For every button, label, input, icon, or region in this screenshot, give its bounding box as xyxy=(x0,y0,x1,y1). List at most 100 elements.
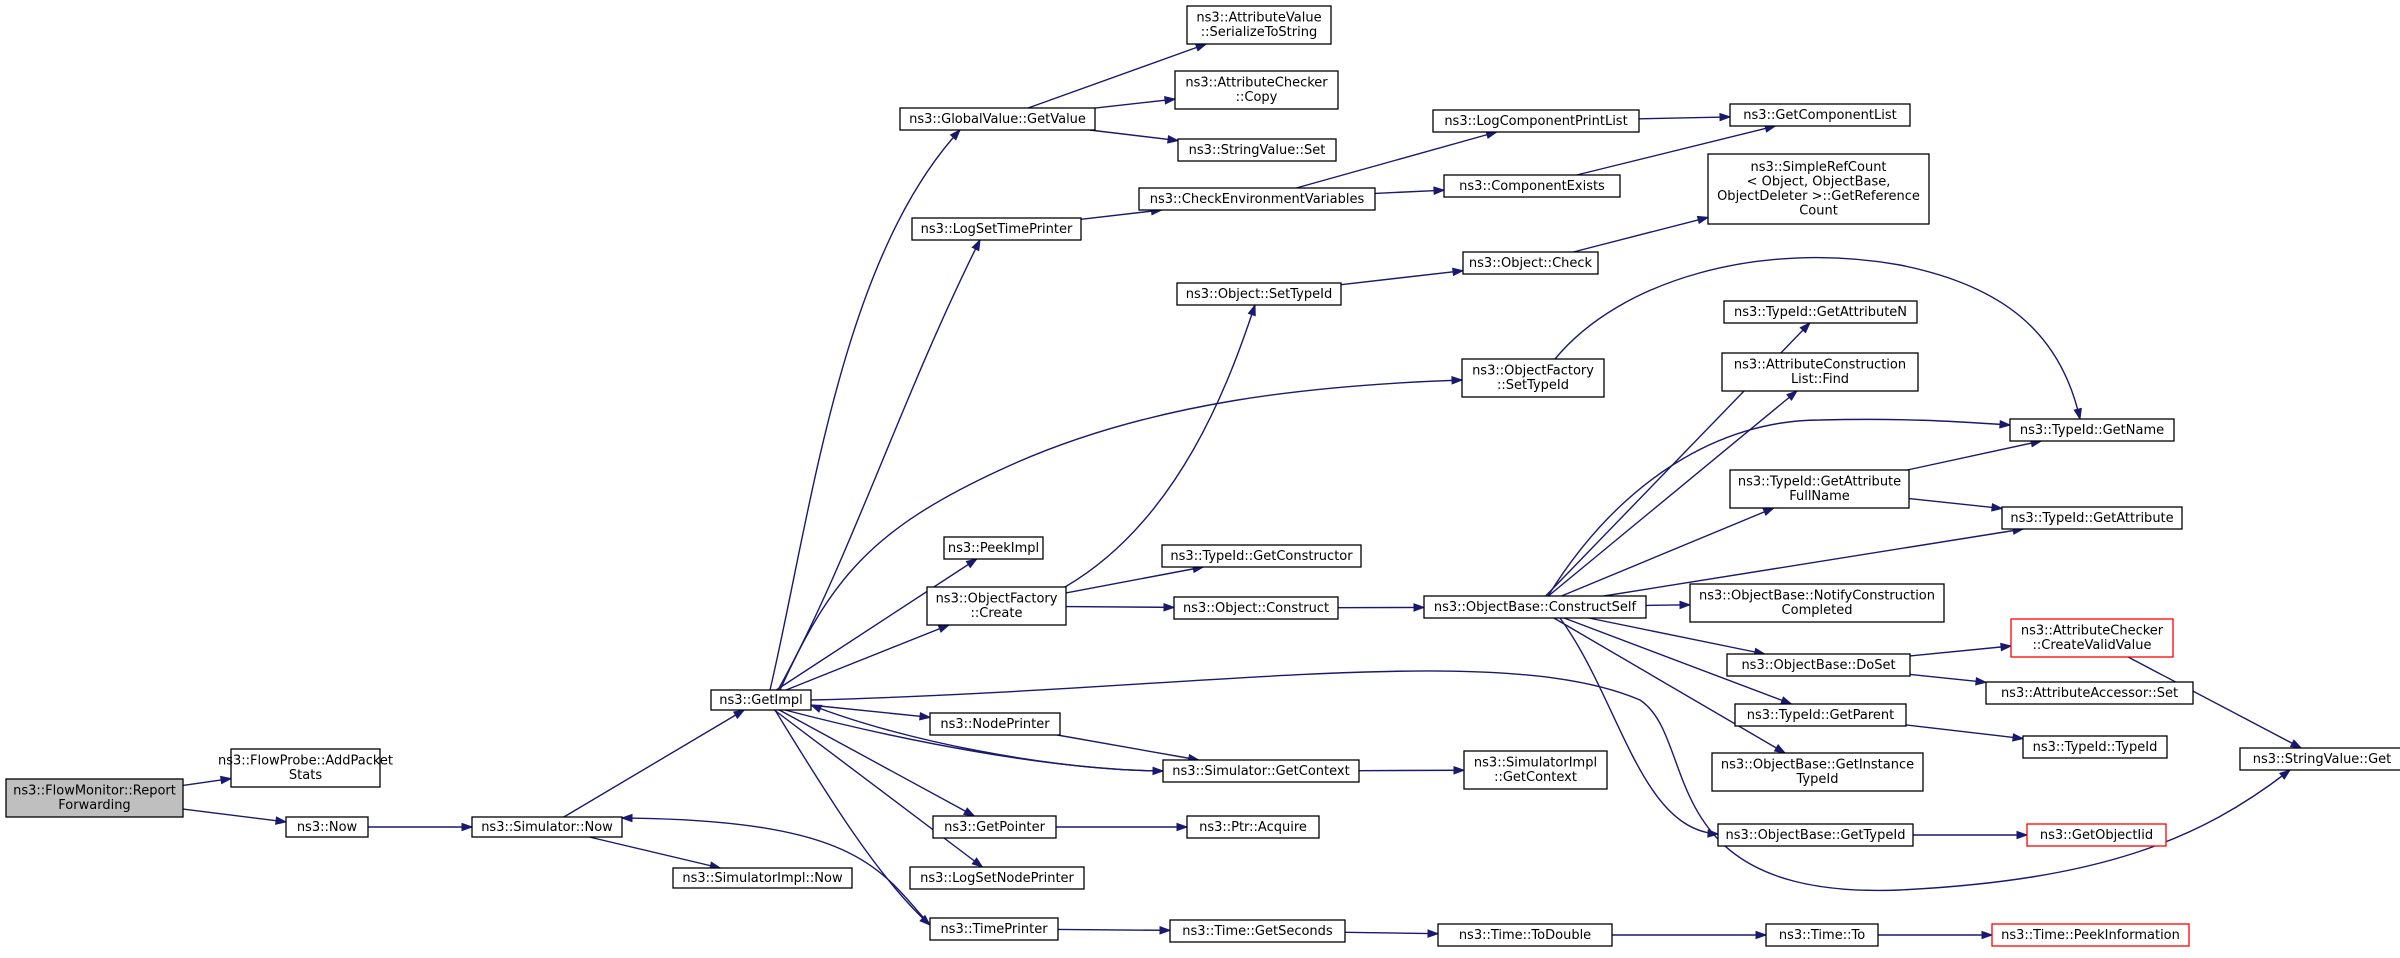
graph-node-obnotify[interactable]: ns3::ObjectBase::NotifyConstructionCompl… xyxy=(1690,584,1944,622)
arrowhead-icon xyxy=(1763,508,1774,515)
arrowhead-icon xyxy=(1453,268,1463,275)
call-edge-ofcreate-to-objconstruct xyxy=(1066,607,1174,608)
graph-node-accreate[interactable]: ns3::AttributeChecker::CreateValidValue xyxy=(2011,619,2173,657)
call-edge-tidgetparent-to-tidtypeid xyxy=(1906,725,2023,739)
node-label: ns3::TypeId::GetAttribute xyxy=(1738,475,1901,490)
call-edge-objsettypeid-to-objcheck xyxy=(1341,271,1463,285)
graph-node-obconstructself[interactable]: ns3::ObjectBase::ConstructSelf xyxy=(1424,596,1646,618)
node-label: ns3::ObjectBase::GetInstance xyxy=(1721,758,1914,773)
node-label: ::SerializeToString xyxy=(1201,25,1317,40)
graph-node-compexists[interactable]: ns3::ComponentExists xyxy=(1444,175,1620,197)
graph-node-ofsettypeid[interactable]: ns3::ObjectFactory::SetTypeId xyxy=(1462,359,1604,397)
graph-node-tidgetname[interactable]: ns3::TypeId::GetName xyxy=(2010,419,2174,441)
graph-node-timeprinter[interactable]: ns3::TimePrinter xyxy=(930,918,1058,940)
graph-node-ptracquire[interactable]: ns3::Ptr::Acquire xyxy=(1187,816,1319,838)
call-edge-obdoset-to-aaset xyxy=(1910,674,1986,682)
call-edge-timeprinter-to-timegetsec xyxy=(1058,929,1170,930)
arrowhead-icon xyxy=(1177,823,1187,830)
graph-node-getimpl[interactable]: ns3::GetImpl xyxy=(711,690,811,710)
graph-node-timegetsec[interactable]: ns3::Time::GetSeconds xyxy=(1170,920,1345,942)
call-edge-ofsettypeid-to-tidgetname xyxy=(1555,258,2080,419)
graph-node-accopy[interactable]: ns3::AttributeChecker::Copy xyxy=(1175,71,1338,109)
node-label: ns3::PeekImpl xyxy=(948,541,1039,556)
node-label: ns3::Simulator::Now xyxy=(481,820,613,835)
arrowhead-icon xyxy=(1196,44,1207,51)
graph-node-getobjiid[interactable]: ns3::GetObjectIid xyxy=(2027,824,2166,846)
node-label: ns3::ObjectFactory xyxy=(936,592,1058,607)
arrowhead-icon xyxy=(972,240,980,251)
arrowhead-icon xyxy=(811,705,822,712)
graph-node-simimplgetctx[interactable]: ns3::SimulatorImpl::GetContext xyxy=(1464,751,1607,789)
graph-node-logsetnp[interactable]: ns3::LogSetNodePrinter xyxy=(910,867,1084,889)
graph-node-getcomplist[interactable]: ns3::GetComponentList xyxy=(1730,104,1910,126)
graph-node-svset[interactable]: ns3::StringValue::Set xyxy=(1178,139,1336,161)
graph-node-avser[interactable]: ns3::AttributeValue::SerializeToString xyxy=(1187,6,1331,44)
node-label: ns3::Time::PeekInformation xyxy=(2001,928,2180,943)
node-label: ns3::SimulatorImpl xyxy=(1474,756,1597,771)
graph-node-obdoset[interactable]: ns3::ObjectBase::DoSet xyxy=(1727,654,1910,676)
node-label: ns3::LogSetNodePrinter xyxy=(920,871,1074,886)
node-label: ns3::TypeId::GetParent xyxy=(1747,708,1895,723)
graph-node-timetodouble[interactable]: ns3::Time::ToDouble xyxy=(1438,924,1612,946)
arrowhead-icon xyxy=(1248,305,1255,316)
arrowhead-icon xyxy=(972,858,982,867)
graph-node-objsettypeid[interactable]: ns3::Object::SetTypeId xyxy=(1177,283,1341,305)
graph-node-tidgetparent[interactable]: ns3::TypeId::GetParent xyxy=(1735,704,1906,726)
node-label: ns3::Simulator::GetContext xyxy=(1172,764,1349,779)
call-edge-nodeprinter-to-simgetctx xyxy=(1057,735,1198,760)
arrowhead-icon xyxy=(1720,114,1730,121)
graph-node-tidgetattr[interactable]: ns3::TypeId::GetAttribute xyxy=(2002,507,2182,529)
graph-node-tidgetattrn[interactable]: ns3::TypeId::GetAttributeN xyxy=(1724,301,1917,323)
graph-node-getpointer[interactable]: ns3::GetPointer xyxy=(933,816,1056,838)
graph-node-ofcreate[interactable]: ns3::ObjectFactory::Create xyxy=(927,587,1066,625)
graph-node-aaset[interactable]: ns3::AttributeAccessor::Set xyxy=(1986,682,2193,704)
node-label: ns3::AttributeAccessor::Set xyxy=(2001,686,2178,701)
graph-node-simgetctx[interactable]: ns3::Simulator::GetContext xyxy=(1163,760,1359,782)
graph-node-timeto[interactable]: ns3::Time::To xyxy=(1766,924,1878,946)
node-label: Stats xyxy=(289,768,322,783)
call-edge-obdoset-to-accreate xyxy=(1910,646,2011,656)
node-label: ns3::FlowProbe::AddPacket xyxy=(218,754,393,769)
graph-node-gvget[interactable]: ns3::GlobalValue::GetValue xyxy=(900,108,1095,130)
graph-node-checkenv[interactable]: ns3::CheckEnvironmentVariables xyxy=(1139,188,1375,210)
arrowhead-icon xyxy=(1680,601,1690,608)
graph-node-logtp[interactable]: ns3::LogSetTimePrinter xyxy=(912,218,1081,240)
node-label: ns3::TypeId::TypeId xyxy=(2033,740,2158,755)
node-label: List::Find xyxy=(1791,372,1849,387)
graph-node-tidgetctor[interactable]: ns3::TypeId::GetConstructor xyxy=(1162,545,1361,567)
graph-node-obgettypeid[interactable]: ns3::ObjectBase::GetTypeId xyxy=(1718,824,1913,846)
graph-node-objcheck[interactable]: ns3::Object::Check xyxy=(1463,252,1598,274)
node-label: ns3::Object::Construct xyxy=(1183,601,1329,616)
arrowhead-icon xyxy=(1164,604,1174,611)
graph-node-simnow[interactable]: ns3::Simulator::Now xyxy=(472,817,622,837)
graph-node-tidtypeid[interactable]: ns3::TypeId::TypeId xyxy=(2023,736,2167,758)
arrowhead-icon xyxy=(276,817,286,824)
call-edge-gvget-to-accopy xyxy=(1095,99,1175,108)
node-label: ns3::TimePrinter xyxy=(940,922,1048,937)
arrowhead-icon xyxy=(2280,770,2290,779)
graph-node-simimplnow[interactable]: ns3::SimulatorImpl::Now xyxy=(673,868,852,888)
graph-node-lcprint[interactable]: ns3::LogComponentPrintList xyxy=(1433,110,1639,132)
node-label: ns3::Object::Check xyxy=(1469,256,1593,271)
graph-node-now[interactable]: ns3::Now xyxy=(286,817,368,837)
graph-node-objconstruct[interactable]: ns3::Object::Construct xyxy=(1174,597,1338,619)
graph-node-nodeprinter[interactable]: ns3::NodePrinter xyxy=(930,713,1060,735)
graph-node-svget[interactable]: ns3::StringValue::Get xyxy=(2240,748,2400,770)
call-edge-lcprint-to-getcomplist xyxy=(1639,117,1730,119)
node-label: ns3::Object::SetTypeId xyxy=(1186,287,1332,302)
call-edge-getimpl-to-ofcreate xyxy=(786,625,949,690)
graph-node-simplerefcount[interactable]: ns3::SimpleRefCount< Object, ObjectBase,… xyxy=(1708,154,1929,224)
node-label: ns3::SimpleRefCount xyxy=(1750,160,1886,175)
node-label: ns3::FlowMonitor::Report xyxy=(13,784,176,799)
graph-node-timepeek[interactable]: ns3::Time::PeekInformation xyxy=(1992,924,2189,946)
arrowhead-icon xyxy=(1428,930,1438,937)
graph-node-peekimpl[interactable]: ns3::PeekImpl xyxy=(944,537,1043,559)
arrowhead-icon xyxy=(1976,678,1986,685)
node-label: ns3::TypeId::GetConstructor xyxy=(1170,549,1353,564)
